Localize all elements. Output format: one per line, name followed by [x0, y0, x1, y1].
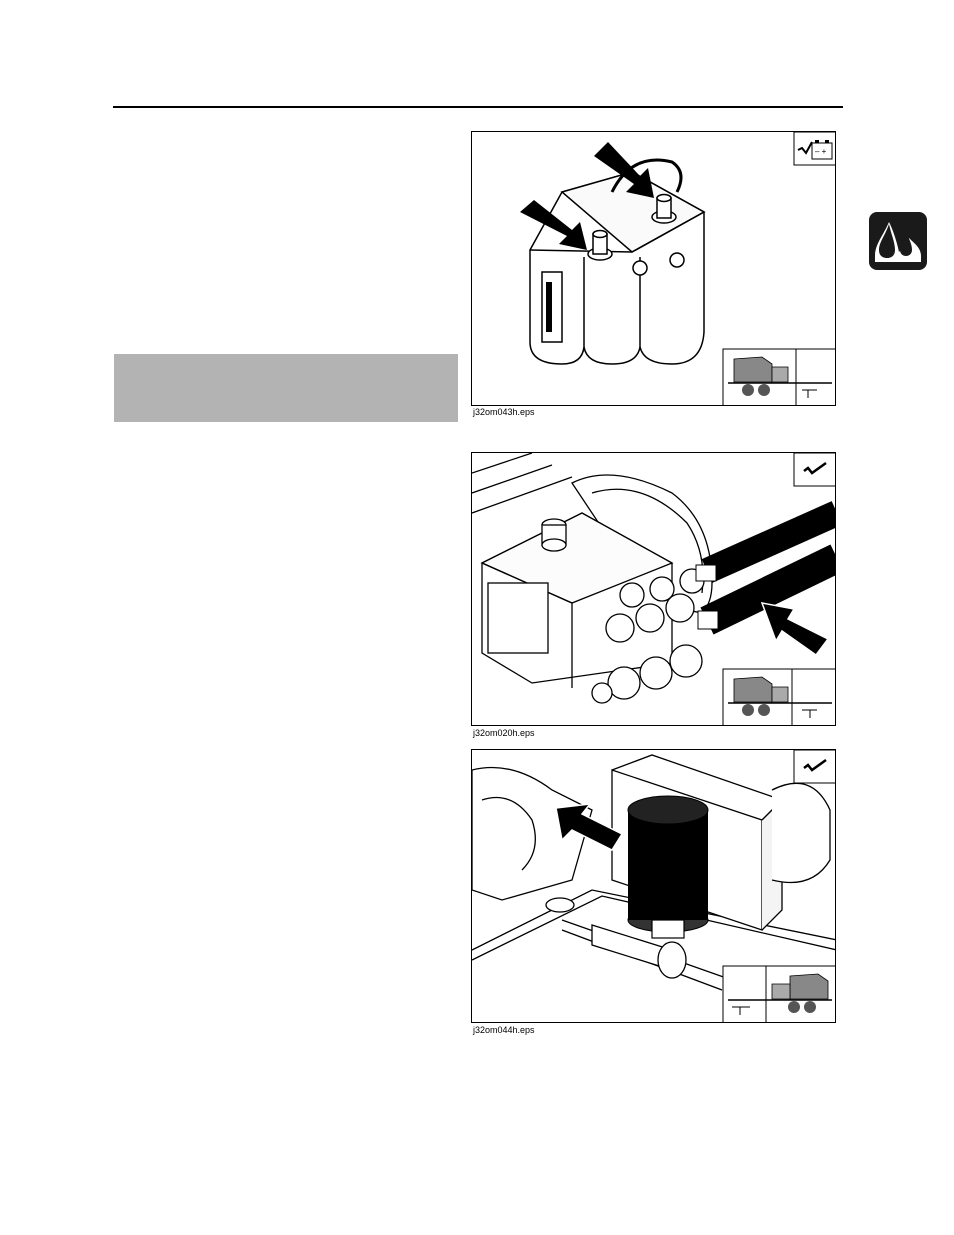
- figure-caption: j32om020h.eps: [473, 728, 535, 738]
- figure-caption: j32om043h.eps: [473, 407, 535, 417]
- fluid-drops-icon: [869, 212, 927, 270]
- gray-note-block: [114, 354, 458, 422]
- machine-location-icon: [723, 966, 836, 1023]
- figure-filter: [471, 749, 836, 1023]
- machine-location-icon: [723, 349, 836, 406]
- figure-caption: j32om044h.eps: [473, 1025, 535, 1035]
- battery-illustration: [530, 160, 704, 364]
- machine-location-icon: [723, 669, 836, 726]
- figure-battery: – +: [471, 131, 836, 406]
- figure-pump: [471, 452, 836, 726]
- check-icon: [794, 453, 836, 486]
- filter-canister: [628, 796, 708, 938]
- svg-text:– +: – +: [815, 147, 827, 156]
- check-icon: [794, 750, 836, 783]
- check-battery-icon: – +: [794, 132, 836, 165]
- header-rule: [113, 106, 843, 108]
- pump-illustration: [472, 453, 712, 703]
- arrow-icon: [762, 603, 828, 655]
